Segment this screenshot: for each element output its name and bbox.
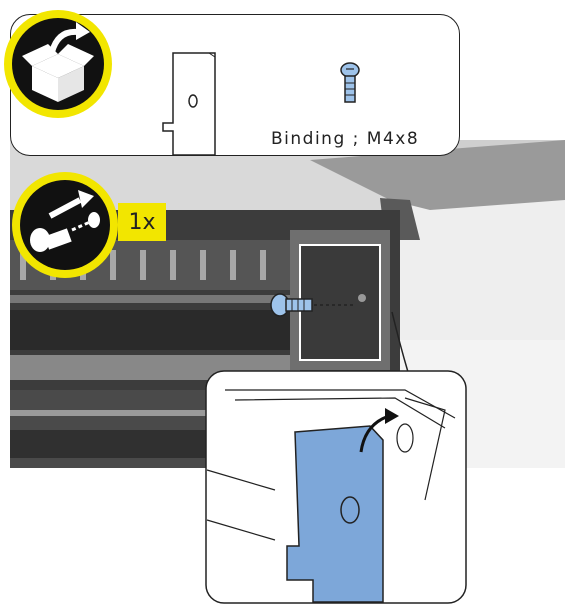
bracket-part-highlight — [287, 426, 383, 602]
detail-inset — [205, 370, 467, 604]
